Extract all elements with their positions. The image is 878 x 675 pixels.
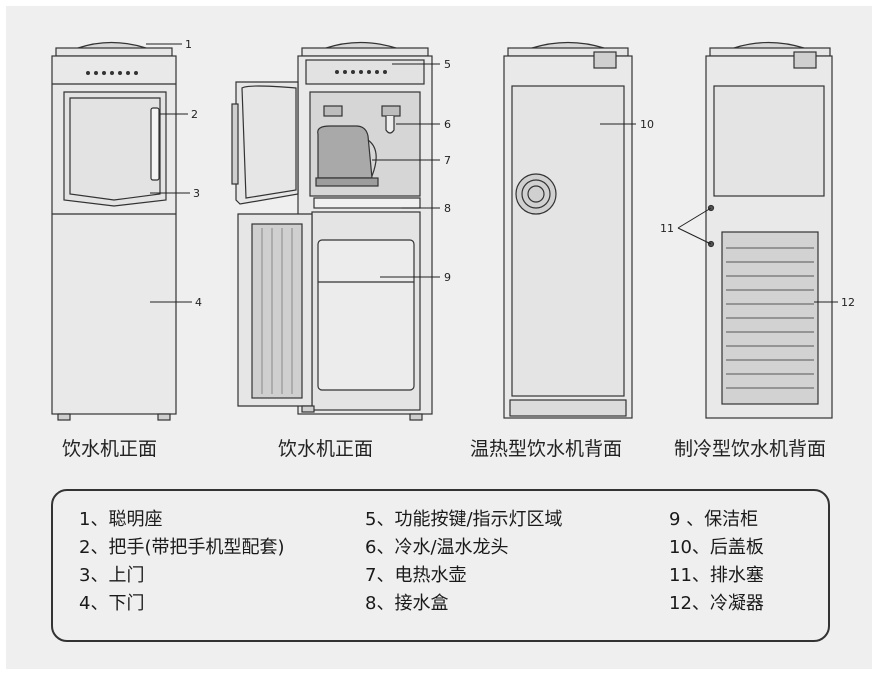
callout-5: 5 [444,58,451,71]
callout-1: 1 [185,38,192,51]
control-dots [86,71,138,75]
dispenser-back-hot [503,41,633,419]
dispenser-front-open [231,41,433,421]
callout-11: 11 [660,222,674,235]
filter-grid [261,228,293,394]
dispenser-front-closed [51,41,177,421]
control-dots [335,70,387,74]
parts-legend: 1、聪明座 2、把手(带把手机型配套) 3、上门 4、下门 5、功能按键/指示灯… [51,489,830,642]
legend-item: 4、下门 [79,593,145,614]
callout-10: 10 [640,118,654,131]
water-dispenser-diagram: 1 2 3 4 5 6 7 8 9 10 11 12 [51,38,855,421]
caption-back-hot: 温热型饮水机背面 [470,438,623,460]
callout-9: 9 [444,271,451,284]
legend-item: 6、冷水/温水龙头 [365,537,509,558]
legend-item: 3、上门 [79,565,145,586]
callout-3: 3 [193,187,200,200]
fan-grille [515,173,557,215]
caption-back-cold: 制冷型饮水机背面 [674,438,827,460]
callout-4: 4 [195,296,202,309]
legend-item: 9 、保洁柜 [669,509,759,530]
condenser-coils [726,247,814,389]
callout-12: 12 [841,296,855,309]
dispenser-back-cold [705,41,833,419]
callout-lines [146,43,838,303]
caption-front-closed: 饮水机正面 [62,438,158,460]
legend-item: 1、聪明座 [79,509,163,530]
legend-item: 5、功能按键/指示灯区域 [365,509,563,530]
legend-item: 12、冷凝器 [669,593,764,614]
callout-7: 7 [444,154,451,167]
legend-item: 8、接水盒 [365,593,449,614]
callout-2: 2 [191,108,198,121]
caption-front-open: 饮水机正面 [278,438,374,460]
callout-8: 8 [444,202,451,215]
legend-item: 2、把手(带把手机型配套) [79,537,285,558]
legend-item: 10、后盖板 [669,537,764,558]
legend-item: 11、排水塞 [669,565,764,586]
legend-item: 7、电热水壶 [365,565,467,586]
callout-6: 6 [444,118,451,131]
